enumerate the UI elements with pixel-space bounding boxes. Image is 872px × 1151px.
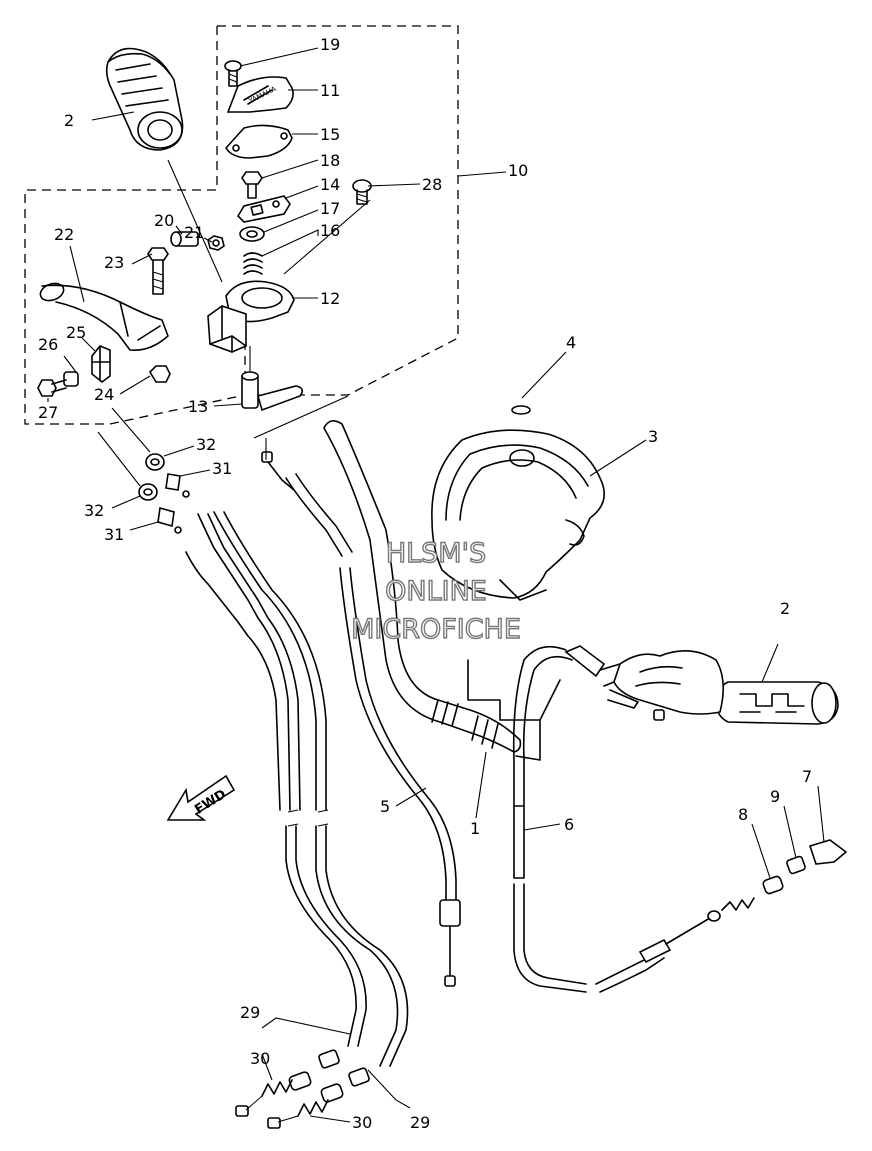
watermark-line-3: MICROFICHE (351, 614, 521, 645)
lever-bracket-12 (207, 280, 295, 353)
callout-10: 10 (508, 161, 528, 180)
callout-27: 27 (38, 403, 58, 422)
callout-28: 28 (422, 175, 442, 194)
nut-24 (148, 365, 171, 383)
callout-31-upper: 31 (212, 459, 232, 478)
washer-17 (239, 226, 265, 242)
callout-3: 3 (648, 427, 658, 446)
fwd-direction-arrow: FWD (166, 774, 236, 821)
adjuster-32-lower (138, 483, 158, 501)
callout-20: 20 (154, 211, 174, 230)
lever-22 (39, 282, 169, 352)
adjuster-32-upper (145, 453, 165, 471)
callout-12: 12 (320, 289, 340, 308)
callout-22: 22 (54, 225, 74, 244)
nut-21 (207, 235, 225, 251)
left-grip (105, 47, 184, 151)
callout-2-right: 2 (780, 599, 790, 618)
callout-29-left: 29 (240, 1003, 260, 1022)
callout-7: 7 (802, 767, 812, 786)
callout-1: 1 (470, 819, 480, 838)
callout-17: 17 (320, 199, 340, 218)
throttle-13 (241, 371, 304, 412)
watermark-line-2: ONLINE (385, 576, 487, 607)
callout-25: 25 (66, 323, 86, 342)
bolt-20 (170, 231, 199, 247)
handlebar-1 (323, 420, 561, 761)
callout-30-left: 30 (250, 1049, 270, 1068)
callout-24: 24 (94, 385, 114, 404)
cap-4 (511, 405, 531, 415)
collar-26 (63, 371, 79, 387)
screw-19 (224, 60, 242, 87)
cable-5 (261, 451, 461, 987)
callout-21: 21 (184, 223, 204, 242)
cable-end-fittings (288, 1049, 370, 1103)
twin-cables-29 (185, 511, 409, 1067)
callout-26: 26 (38, 335, 58, 354)
screw-28 (352, 179, 372, 205)
watermark: HLSM'S ONLINE MICROFICHE (350, 537, 521, 645)
cable-6 (512, 645, 848, 993)
switch-cover-11: YAMAHA (226, 76, 294, 113)
callout-23: 23 (104, 253, 124, 272)
bolt-27 (37, 379, 67, 397)
callout-16: 16 (320, 221, 340, 240)
callout-8: 8 (738, 805, 748, 824)
callout-11: 11 (320, 81, 340, 100)
callout-4: 4 (566, 333, 576, 352)
callout-15: 15 (320, 125, 340, 144)
callout-5: 5 (380, 797, 390, 816)
spring-16 (243, 252, 263, 275)
callout-13: 13 (188, 397, 208, 416)
callout-6: 6 (564, 815, 574, 834)
watermark-line-1: HLSM'S (386, 538, 486, 569)
screw-18 (241, 171, 263, 199)
callout-19: 19 (320, 35, 340, 54)
gasket-15 (225, 124, 293, 159)
right-grip (599, 650, 839, 725)
callout-9: 9 (770, 787, 780, 806)
callout-29-right: 29 (410, 1113, 430, 1132)
handlebar-cover-3 (431, 429, 606, 601)
adjuster-31-lower (157, 506, 182, 534)
callout-labels: 19 11 15 18 14 28 10 17 16 12 2 20 21 22… (38, 35, 812, 1132)
callout-30-right: 30 (352, 1113, 372, 1132)
adjuster-31-upper (165, 473, 190, 498)
callout-32-lower: 32 (84, 501, 104, 520)
callout-2-left: 2 (64, 111, 74, 130)
switch-14 (236, 195, 291, 223)
leader-lines (47, 47, 825, 1123)
callout-14: 14 (320, 175, 340, 194)
bolt-23 (147, 247, 169, 295)
callout-31-lower: 31 (104, 525, 124, 544)
adjuster-25 (91, 345, 111, 384)
callout-32-upper: 32 (196, 435, 216, 454)
callout-18: 18 (320, 151, 340, 170)
spring-30 (235, 1079, 329, 1129)
